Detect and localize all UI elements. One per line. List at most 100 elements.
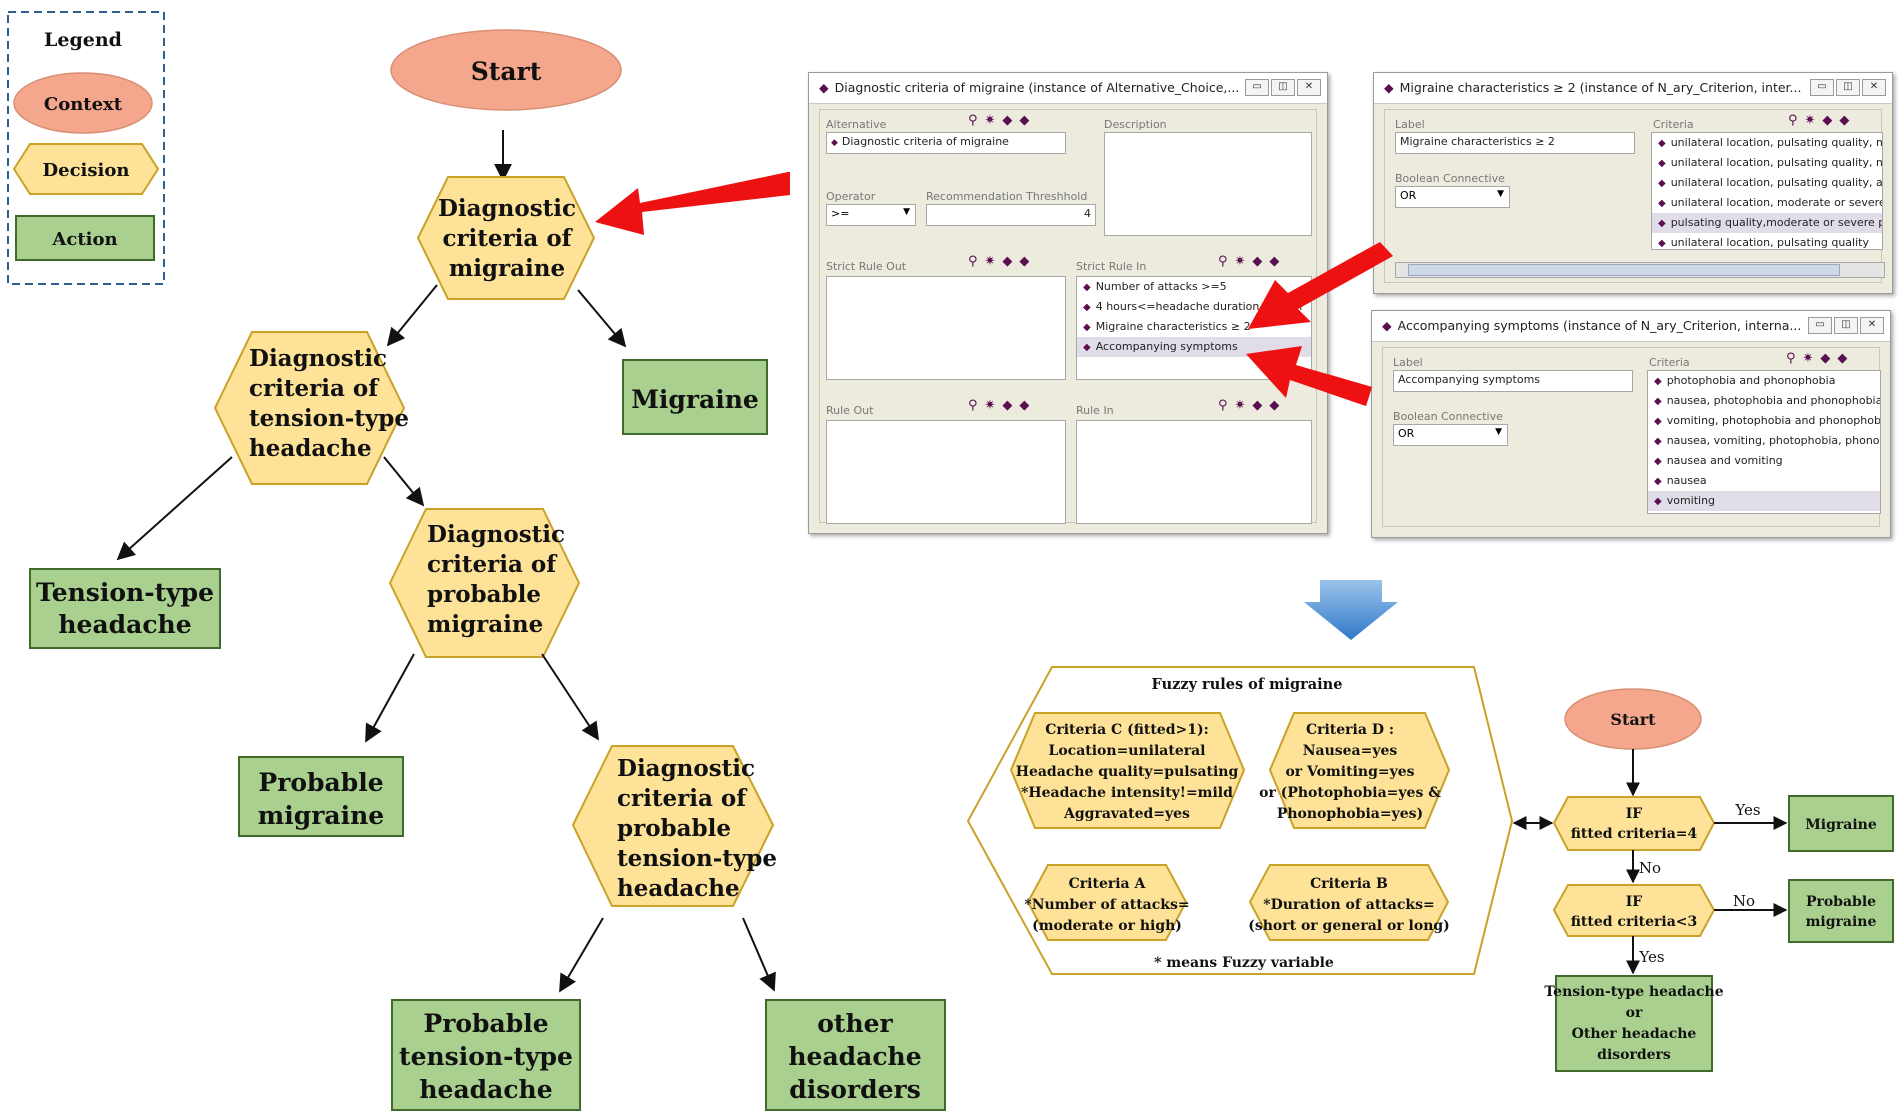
text-line: Nausea=yes <box>1303 743 1398 759</box>
list-item[interactable]: ◆unilateral location, pulsating quality,… <box>1658 136 1882 149</box>
strict-rule-out-list[interactable] <box>826 276 1066 380</box>
threshold-field[interactable]: 4 <box>926 204 1096 226</box>
protege-window-accompanying-symptoms[interactable]: ◆Accompanying symptoms (instance of N_ar… <box>1371 310 1891 538</box>
minimize-button[interactable]: ▭ <box>1245 79 1269 96</box>
fuzzy-rules: Fuzzy rules of migraine Criteria C (fitt… <box>966 666 1514 975</box>
list-item[interactable]: ◆unilateral location, pulsating quality <box>1658 236 1869 249</box>
minimize-button[interactable]: ▭ <box>1808 317 1832 334</box>
protege-window-migraine-characteristics[interactable]: ◆Migraine characteristics ≥ 2 (instance … <box>1373 72 1893 294</box>
horizontal-scrollbar[interactable] <box>1395 262 1885 278</box>
criteria-b-node <box>1248 864 1450 941</box>
text-line: Probable <box>423 1009 548 1038</box>
alternative-label: Alternative <box>826 118 887 131</box>
list-item[interactable]: ◆pulsating quality,moderate or severe pa… <box>1652 213 1882 233</box>
flow-probable-node <box>1788 879 1894 943</box>
label-field[interactable]: Accompanying symptoms <box>1393 370 1633 392</box>
chevron-down-icon: ▼ <box>1495 427 1502 437</box>
edge-d3-d4 <box>541 653 599 741</box>
tree-decision-tension <box>213 331 406 485</box>
list-item[interactable]: ◆unilateral location, pulsating quality,… <box>1658 176 1882 189</box>
boolean-connective-select[interactable]: OR▼ <box>1395 186 1510 208</box>
criteria-list[interactable]: ◆photophobia and phonophobia ◆nausea, ph… <box>1647 370 1881 514</box>
window2-body: Label Migraine characteristics ≥ 2 Boole… <box>1384 109 1885 283</box>
description-field[interactable] <box>1104 132 1312 236</box>
tree-start-node <box>390 29 622 111</box>
red-arrow-to-decision <box>595 172 790 235</box>
strict-rule-in-list[interactable]: ◆Number of attacks >=5 ◆4 hours<=headach… <box>1076 276 1312 380</box>
list-item[interactable]: ◆Migraine characteristics ≥ 2 <box>1083 320 1251 333</box>
window2-controls: ▭ ◫ ✕ <box>1810 79 1886 96</box>
criteria-toolbar-icons[interactable]: ⚲✷◆◆ <box>1786 351 1855 366</box>
legend-border <box>7 11 165 285</box>
text-line: tension-type <box>617 845 777 872</box>
close-button[interactable]: ✕ <box>1297 79 1321 96</box>
list-item[interactable]: ◆unilateral location, moderate or severe… <box>1658 196 1882 209</box>
edge-d4-probable-tension <box>559 917 604 993</box>
window1-title: Diagnostic criteria of migraine (instanc… <box>834 80 1240 95</box>
minimize-button[interactable]: ▭ <box>1810 79 1834 96</box>
list-item[interactable]: ◆photophobia and phonophobia <box>1654 374 1836 387</box>
list-item[interactable]: ◆4 hours<=headache duration<=72 h <box>1083 300 1303 313</box>
legend-action-label: Action <box>51 229 117 250</box>
rule-in-list[interactable] <box>1076 420 1312 524</box>
strict-rule-out-toolbar-icons[interactable]: ⚲✷◆◆ <box>968 254 1037 269</box>
window1-controls: ▭ ◫ ✕ <box>1245 79 1321 96</box>
text-line: headache <box>249 435 372 462</box>
text-line: tension-type <box>249 405 409 432</box>
boolean-connective-select[interactable]: OR ▼ <box>1393 424 1508 446</box>
criteria-list[interactable]: ◆unilateral location, pulsating quality,… <box>1651 132 1883 250</box>
protege-window-diagnostic-criteria[interactable]: ◆ Diagnostic criteria of migraine (instan… <box>808 72 1328 534</box>
text-line: or (Photophobia=yes & <box>1259 785 1441 801</box>
fuzzy-footnote: * means Fuzzy variable <box>1154 955 1334 971</box>
rule-out-list[interactable] <box>826 420 1066 524</box>
text-line: probable <box>427 581 541 608</box>
text-line: criteria of <box>442 225 573 252</box>
list-item[interactable]: ◆nausea and vomiting <box>1654 454 1783 467</box>
operator-select[interactable]: >=▼ <box>826 204 916 226</box>
window1-titlebar[interactable]: ◆ Diagnostic criteria of migraine (instan… <box>809 73 1327 104</box>
legend-context-shape <box>13 72 153 134</box>
list-item[interactable]: ◆vomiting, photophobia and phonophobia <box>1654 414 1880 427</box>
text-line: Probable <box>258 768 383 797</box>
label-label: Label <box>1393 356 1423 369</box>
boolean-connective-value: OR <box>1398 427 1415 440</box>
list-item[interactable]: ◆unilateral location, pulsating quality,… <box>1658 156 1882 169</box>
list-item[interactable]: ◆vomiting <box>1648 491 1880 511</box>
tree-decision-probable-migraine <box>388 508 581 658</box>
scrollbar-thumb[interactable] <box>1408 264 1840 276</box>
close-button[interactable]: ✕ <box>1862 79 1886 96</box>
edge-d3-probable-migraine <box>365 653 415 743</box>
window2-titlebar[interactable]: ◆Migraine characteristics ≥ 2 (instance … <box>1374 73 1892 104</box>
list-item[interactable]: ◆nausea, photophobia and phonophobia <box>1654 394 1880 407</box>
text-line: Criteria C (fitted>1): <box>1045 722 1209 738</box>
strict-rule-in-toolbar-icons[interactable]: ⚲✷◆◆ <box>1218 254 1287 269</box>
list-item[interactable]: ◆nausea, vomiting, photophobia, phonopho… <box>1654 434 1880 447</box>
legend-title: Legend <box>44 29 122 51</box>
criteria-toolbar-icons[interactable]: ⚲✷◆◆ <box>1788 113 1857 128</box>
close-button[interactable]: ✕ <box>1860 317 1884 334</box>
fuzzy-rules-title: Fuzzy rules of migraine <box>1152 676 1343 693</box>
text-line: Aggravated=yes <box>1063 806 1190 822</box>
text-line: Headache quality=pulsating <box>1016 764 1239 780</box>
list-item[interactable]: ◆Number of attacks >=5 <box>1083 280 1227 293</box>
text-line: Phonophobia=yes) <box>1277 806 1423 822</box>
instance-diamond-icon: ◆ <box>819 80 829 95</box>
maximize-button[interactable]: ◫ <box>1834 317 1858 334</box>
maximize-button[interactable]: ◫ <box>1271 79 1295 96</box>
rule-in-toolbar-icons[interactable]: ⚲✷◆◆ <box>1218 398 1287 413</box>
text-line: Criteria B <box>1310 876 1388 892</box>
alternative-field[interactable]: ◆Diagnostic criteria of migraine <box>826 132 1066 154</box>
list-item[interactable]: ◆Accompanying symptoms <box>1077 337 1311 357</box>
alternative-toolbar-icons[interactable]: ⚲✷◆◆ <box>968 113 1037 128</box>
criteria-label: Criteria <box>1649 356 1690 369</box>
window3-titlebar[interactable]: ◆Accompanying symptoms (instance of N_ar… <box>1372 311 1890 342</box>
rule-out-toolbar-icons[interactable]: ⚲✷◆◆ <box>968 398 1037 413</box>
maximize-button[interactable]: ◫ <box>1836 79 1860 96</box>
flow-no2-label: No <box>1733 892 1755 910</box>
list-item[interactable]: ◆nausea <box>1654 474 1707 487</box>
edge-d4-other <box>742 917 776 992</box>
label-field[interactable]: Migraine characteristics ≥ 2 <box>1395 132 1635 154</box>
